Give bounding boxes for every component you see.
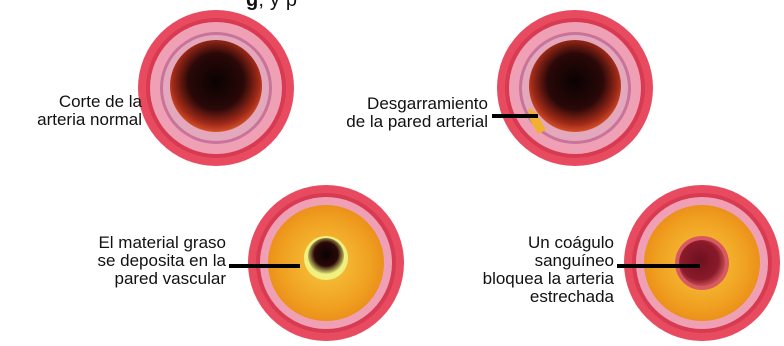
label-arterial-tear: Desgarramiento de la pared arterial <box>300 95 488 131</box>
artery-clot <box>624 185 780 341</box>
artery-fatty <box>248 185 404 341</box>
label-fatty-deposit: El material graso se deposita en la pare… <box>60 234 226 288</box>
artery-normal <box>138 10 294 166</box>
lumen <box>529 40 621 132</box>
label-normal-artery: Corte de la arteria normal <box>14 93 142 129</box>
narrowed-lumen <box>308 238 344 274</box>
artery-tear <box>497 10 653 166</box>
blood-clot <box>679 240 725 286</box>
lumen <box>170 40 262 132</box>
label-blood-clot: Un coágulo sanguíneo bloquea la arteria … <box>440 234 614 306</box>
